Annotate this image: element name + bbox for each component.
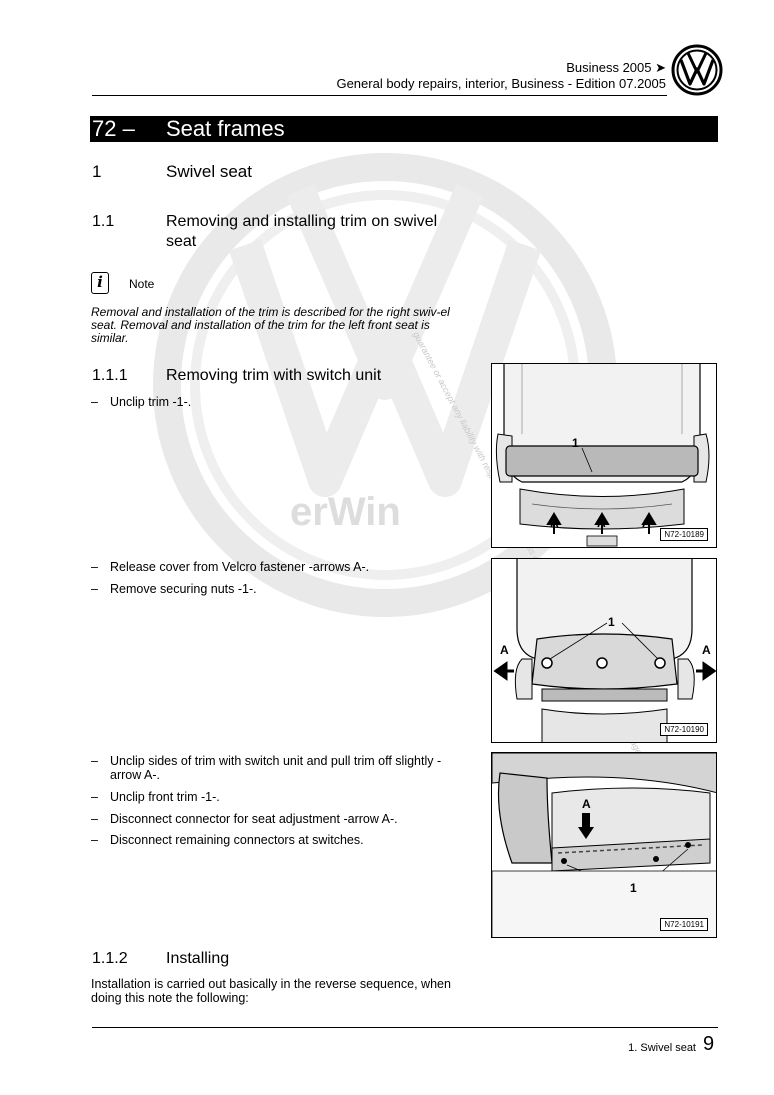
callout-a: A [642,516,651,530]
page-header: Business 2005 ➤ General body repairs, in… [300,60,666,92]
subsection-title-line2: seat [166,233,197,250]
figure-id: N72-10191 [660,918,708,931]
header-divider [92,95,667,96]
subsubsection-title: Installing [166,950,230,967]
subsubsection-title: Removing trim with switch unit [166,367,382,384]
subsection-title-line1: Removing and installing trim on swivel [166,213,438,230]
install-paragraph: Installation is carried out basically in… [91,977,451,1005]
seat-illustration [493,559,716,742]
info-icon: i [91,272,109,294]
callout-a: A [582,797,591,811]
section-number: 1 [92,162,102,181]
figure-id: N72-10189 [660,528,708,541]
callout-a: A [550,516,559,530]
header-model: Business 2005 ➤ [566,60,666,75]
footer-divider [92,1027,718,1028]
figure-velcro-nuts: 1 A A N72-10190 [491,558,717,743]
callout-a-right: A [702,643,711,657]
callout-1: 1 [572,436,579,450]
vw-logo-icon [671,44,723,96]
seat-illustration [492,753,716,937]
note-text: Removal and installation of the trim is … [91,305,450,345]
seat-illustration [495,364,710,547]
figure-connector: A 1 N72-10191 [491,752,717,938]
callout-a: A [597,516,606,530]
chapter-heading: 72 – Seat frames [90,116,718,142]
footer-section: 1. Swivel seat [628,1042,696,1054]
section-title: Swivel seat [166,162,252,181]
subsubsection-number: 1.1.1 [92,367,128,384]
chapter-title: Seat frames [166,116,285,141]
figure-trim-unclip: 1 A A A N72-10189 [491,363,717,548]
subsubsection-number: 1.1.2 [92,950,128,967]
note-label: Note [129,277,155,291]
chapter-number: 72 – [92,116,135,141]
callout-1: 1 [608,615,615,629]
figure-id: N72-10190 [660,723,708,736]
header-manual-title: General body repairs, interior, Business… [336,76,666,91]
subsection-number: 1.1 [92,213,115,230]
watermark-brand: erWin [290,490,401,534]
page-number: 9 [703,1033,715,1055]
callout-a-left: A [500,643,509,657]
callout-1: 1 [630,881,637,895]
